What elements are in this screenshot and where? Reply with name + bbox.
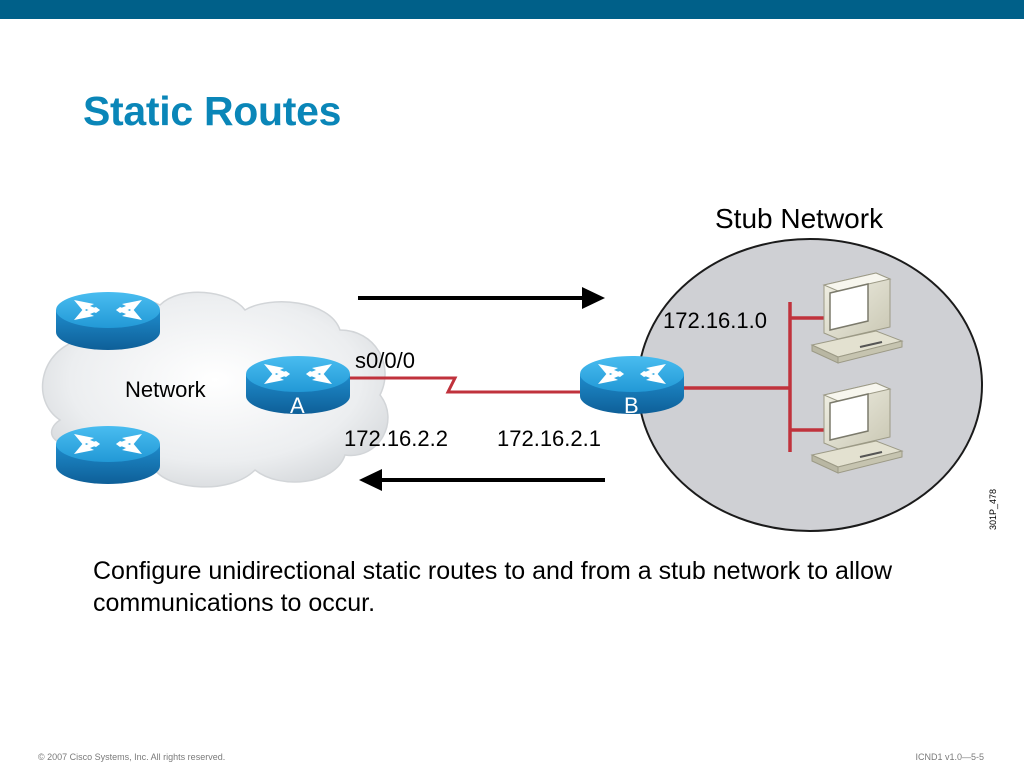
caption: Configure unidirectional static routes t… <box>93 557 893 617</box>
stub-network-zone <box>637 238 983 532</box>
arrow-right-icon <box>358 287 605 309</box>
stub-subnet-label: 172.16.1.0 <box>663 308 767 333</box>
figure-code: 301P_478 <box>988 489 998 530</box>
router-icon <box>56 426 160 484</box>
serial-link <box>350 376 600 394</box>
workstation-icon <box>811 382 903 474</box>
page-title: Static Routes <box>83 88 342 134</box>
router-a-label: A <box>290 393 305 418</box>
footer-copyright: © 2007 Cisco Systems, Inc. All rights re… <box>38 752 226 762</box>
interface-label: s0/0/0 <box>355 348 415 373</box>
ip-a-label: 172.16.2.2 <box>344 426 448 451</box>
ip-b-label: 172.16.2.1 <box>497 426 601 451</box>
arrow-left-icon <box>359 469 605 491</box>
router-b-label: B <box>624 393 639 418</box>
router-icon <box>56 292 160 350</box>
network-label: Network <box>125 377 207 402</box>
footer-course-code: ICND1 v1.0—5-5 <box>915 752 984 762</box>
workstation-icon <box>811 272 903 364</box>
stub-network-label: Stub Network <box>715 203 884 234</box>
top-banner <box>0 0 1024 19</box>
